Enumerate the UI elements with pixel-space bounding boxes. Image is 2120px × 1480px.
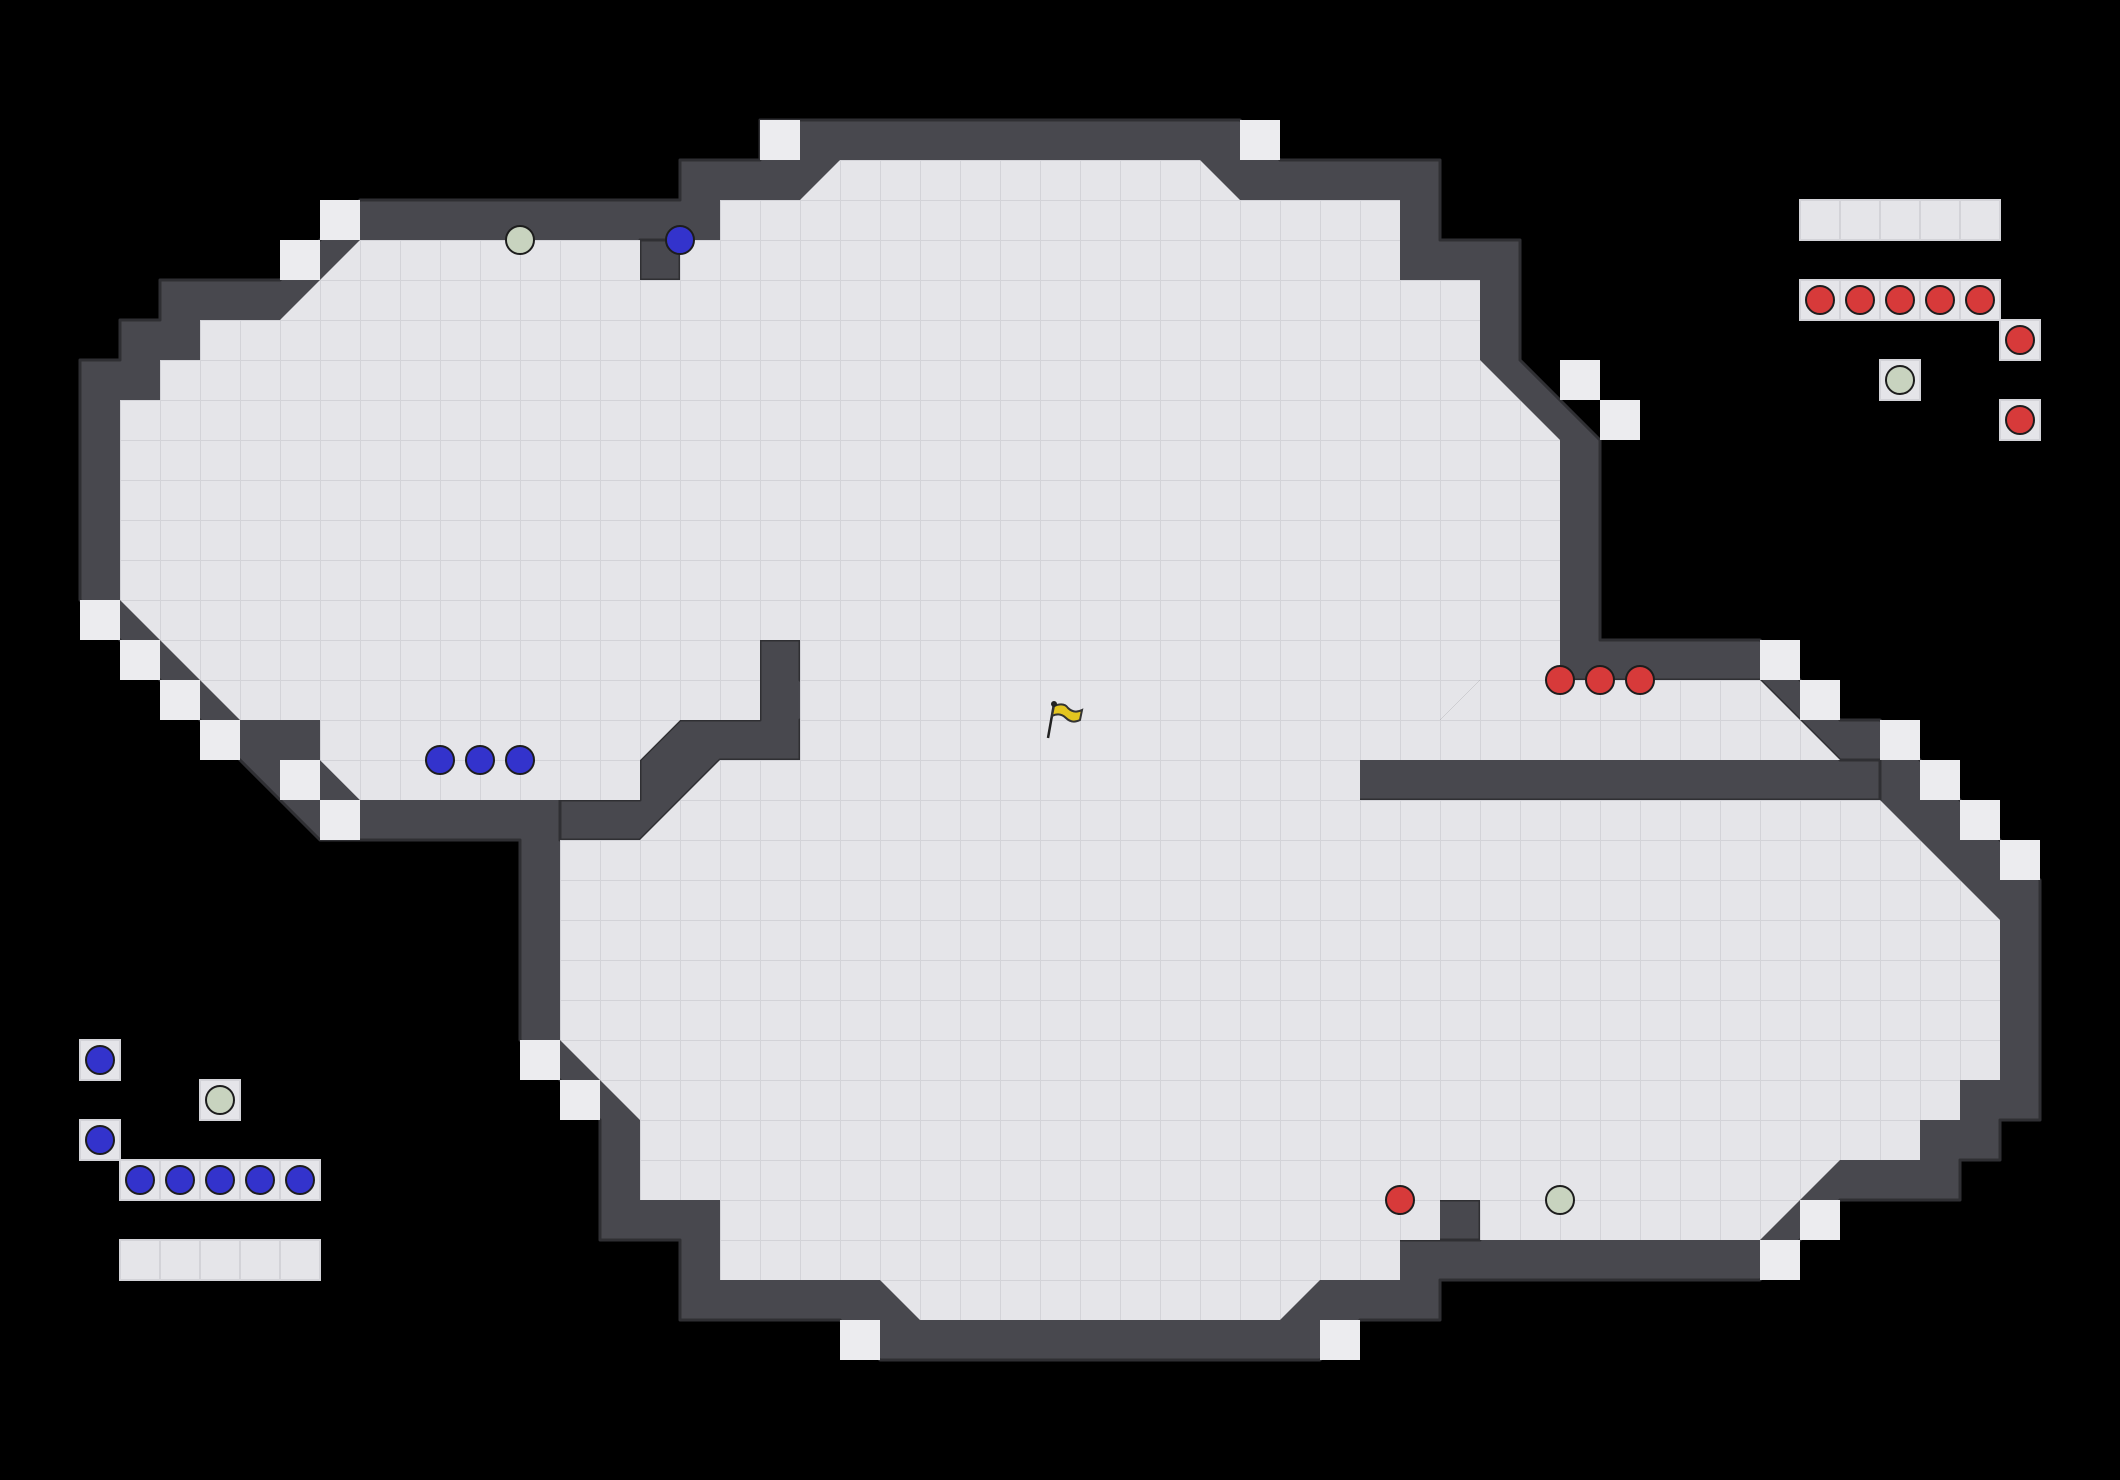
floor [120, 160, 2000, 1320]
blue-ball-2 [425, 745, 455, 775]
corner-tile-16 [1960, 800, 2000, 840]
blue-single-a-ball-0 [85, 1045, 115, 1075]
corner-tile-21 [1760, 1240, 1800, 1280]
corner-tile-14 [1880, 720, 1920, 760]
red-empty-slot-3 [1919, 199, 1961, 241]
red-neutral-ball-0 [1885, 365, 1915, 395]
blue-empty-slot-4 [279, 1239, 321, 1281]
corner-tile-1 [1240, 120, 1280, 160]
corner-tile-19 [560, 1080, 600, 1120]
corner-tile-2 [320, 200, 360, 240]
red-player-ball-1 [1845, 285, 1875, 315]
corner-tile-20 [1800, 1200, 1840, 1240]
red-player-ball-0 [1805, 285, 1835, 315]
red-team-panel [1799, 199, 2041, 441]
red-empty-slot-4 [1959, 199, 2001, 241]
pocket-floor-0 [320, 720, 680, 800]
corner-tile-10 [280, 760, 320, 800]
red-player-ball-2 [1885, 285, 1915, 315]
flag-layer [1046, 701, 1084, 739]
blue-ball-4 [505, 745, 535, 775]
corner-tile-5 [1600, 400, 1640, 440]
corner-tile-7 [120, 640, 160, 680]
blue-player-ball-0 [125, 1165, 155, 1195]
corner-tile-11 [320, 800, 360, 840]
blue-player-ball-2 [205, 1165, 235, 1195]
blue-empty-slot-2 [199, 1239, 241, 1281]
blue-empty-slot-0 [119, 1239, 161, 1281]
red-ball-6 [1585, 665, 1615, 695]
blue-ball-3 [465, 745, 495, 775]
corner-tile-8 [160, 680, 200, 720]
neutral-ball-0 [505, 225, 535, 255]
blue-ball-1 [665, 225, 695, 255]
corner-tile-17 [2000, 840, 2040, 880]
blue-player-ball-1 [165, 1165, 195, 1195]
ball-layer [425, 225, 1655, 1215]
red-player-ball-4 [1965, 285, 1995, 315]
corner-tile-15 [1920, 760, 1960, 800]
red-ball-8 [1385, 1185, 1415, 1215]
neutral-ball-9 [1545, 1185, 1575, 1215]
corner-tile-0 [760, 120, 800, 160]
red-empty-slot-0 [1799, 199, 1841, 241]
corner-tile-9 [200, 720, 240, 760]
corner-tile-22 [840, 1320, 880, 1360]
blue-empty-slot-3 [239, 1239, 281, 1281]
red-player-ball-3 [1925, 285, 1955, 315]
red-ball-5 [1545, 665, 1575, 695]
blue-player-ball-4 [285, 1165, 315, 1195]
yellow-flag-icon [1046, 701, 1084, 739]
corner-tile-4 [1560, 360, 1600, 400]
pocket-floor-1 [1440, 680, 1840, 760]
red-extra-b-ball-0 [2005, 405, 2035, 435]
red-empty-slot-2 [1879, 199, 1921, 241]
corner-tile-13 [1800, 680, 1840, 720]
blue-single-b-ball-0 [85, 1125, 115, 1155]
blue-neutral-ball-0 [205, 1085, 235, 1115]
corner-tile-3 [280, 240, 320, 280]
red-extra-a-ball-0 [2005, 325, 2035, 355]
red-ball-7 [1625, 665, 1655, 695]
blue-empty-slot-1 [159, 1239, 201, 1281]
blue-player-ball-3 [245, 1165, 275, 1195]
blue-team-panel [79, 1039, 321, 1281]
corner-tile-23 [1320, 1320, 1360, 1360]
floor-layer [80, 120, 2040, 1360]
corner-tile-12 [1760, 640, 1800, 680]
corner-tile-18 [520, 1040, 560, 1080]
corner-tile-6 [80, 600, 120, 640]
red-empty-slot-1 [1839, 199, 1881, 241]
